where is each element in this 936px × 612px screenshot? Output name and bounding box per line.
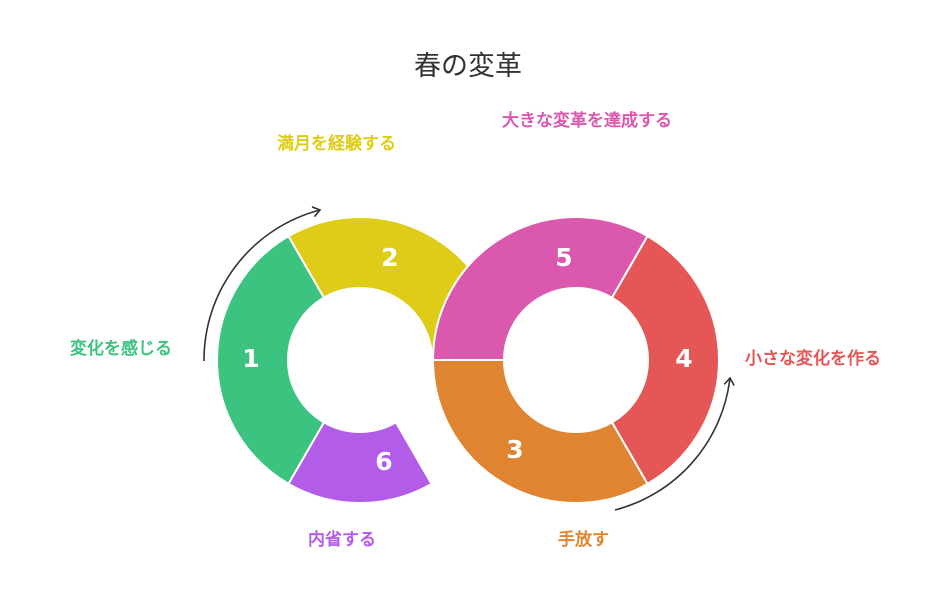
segment-number-4: 4 xyxy=(675,344,692,373)
segment-number-3: 3 xyxy=(506,435,523,464)
segment-3 xyxy=(431,359,649,504)
label-step-2: 満月を経験する xyxy=(277,134,396,154)
segment-number-2: 2 xyxy=(381,243,398,272)
arrow-curve-left xyxy=(203,206,322,362)
label-step-4: 小さな変化を作る xyxy=(745,349,881,369)
segment-5 xyxy=(431,216,649,361)
segment-1 xyxy=(216,234,326,486)
segment-6 xyxy=(287,420,433,504)
arrow-curve-right xyxy=(614,376,735,511)
segment-number-1: 1 xyxy=(242,344,259,373)
label-step-5: 大きな変革を達成する xyxy=(502,111,672,131)
segment-number-5: 5 xyxy=(555,243,572,272)
label-step-6: 内省する xyxy=(308,530,376,550)
segment-4 xyxy=(610,234,720,486)
label-step-3: 手放す xyxy=(558,530,609,550)
segment-number-6: 6 xyxy=(375,447,392,476)
label-step-1: 変化を感じる xyxy=(70,339,172,359)
diagram-title: 春の変革 xyxy=(414,51,522,82)
